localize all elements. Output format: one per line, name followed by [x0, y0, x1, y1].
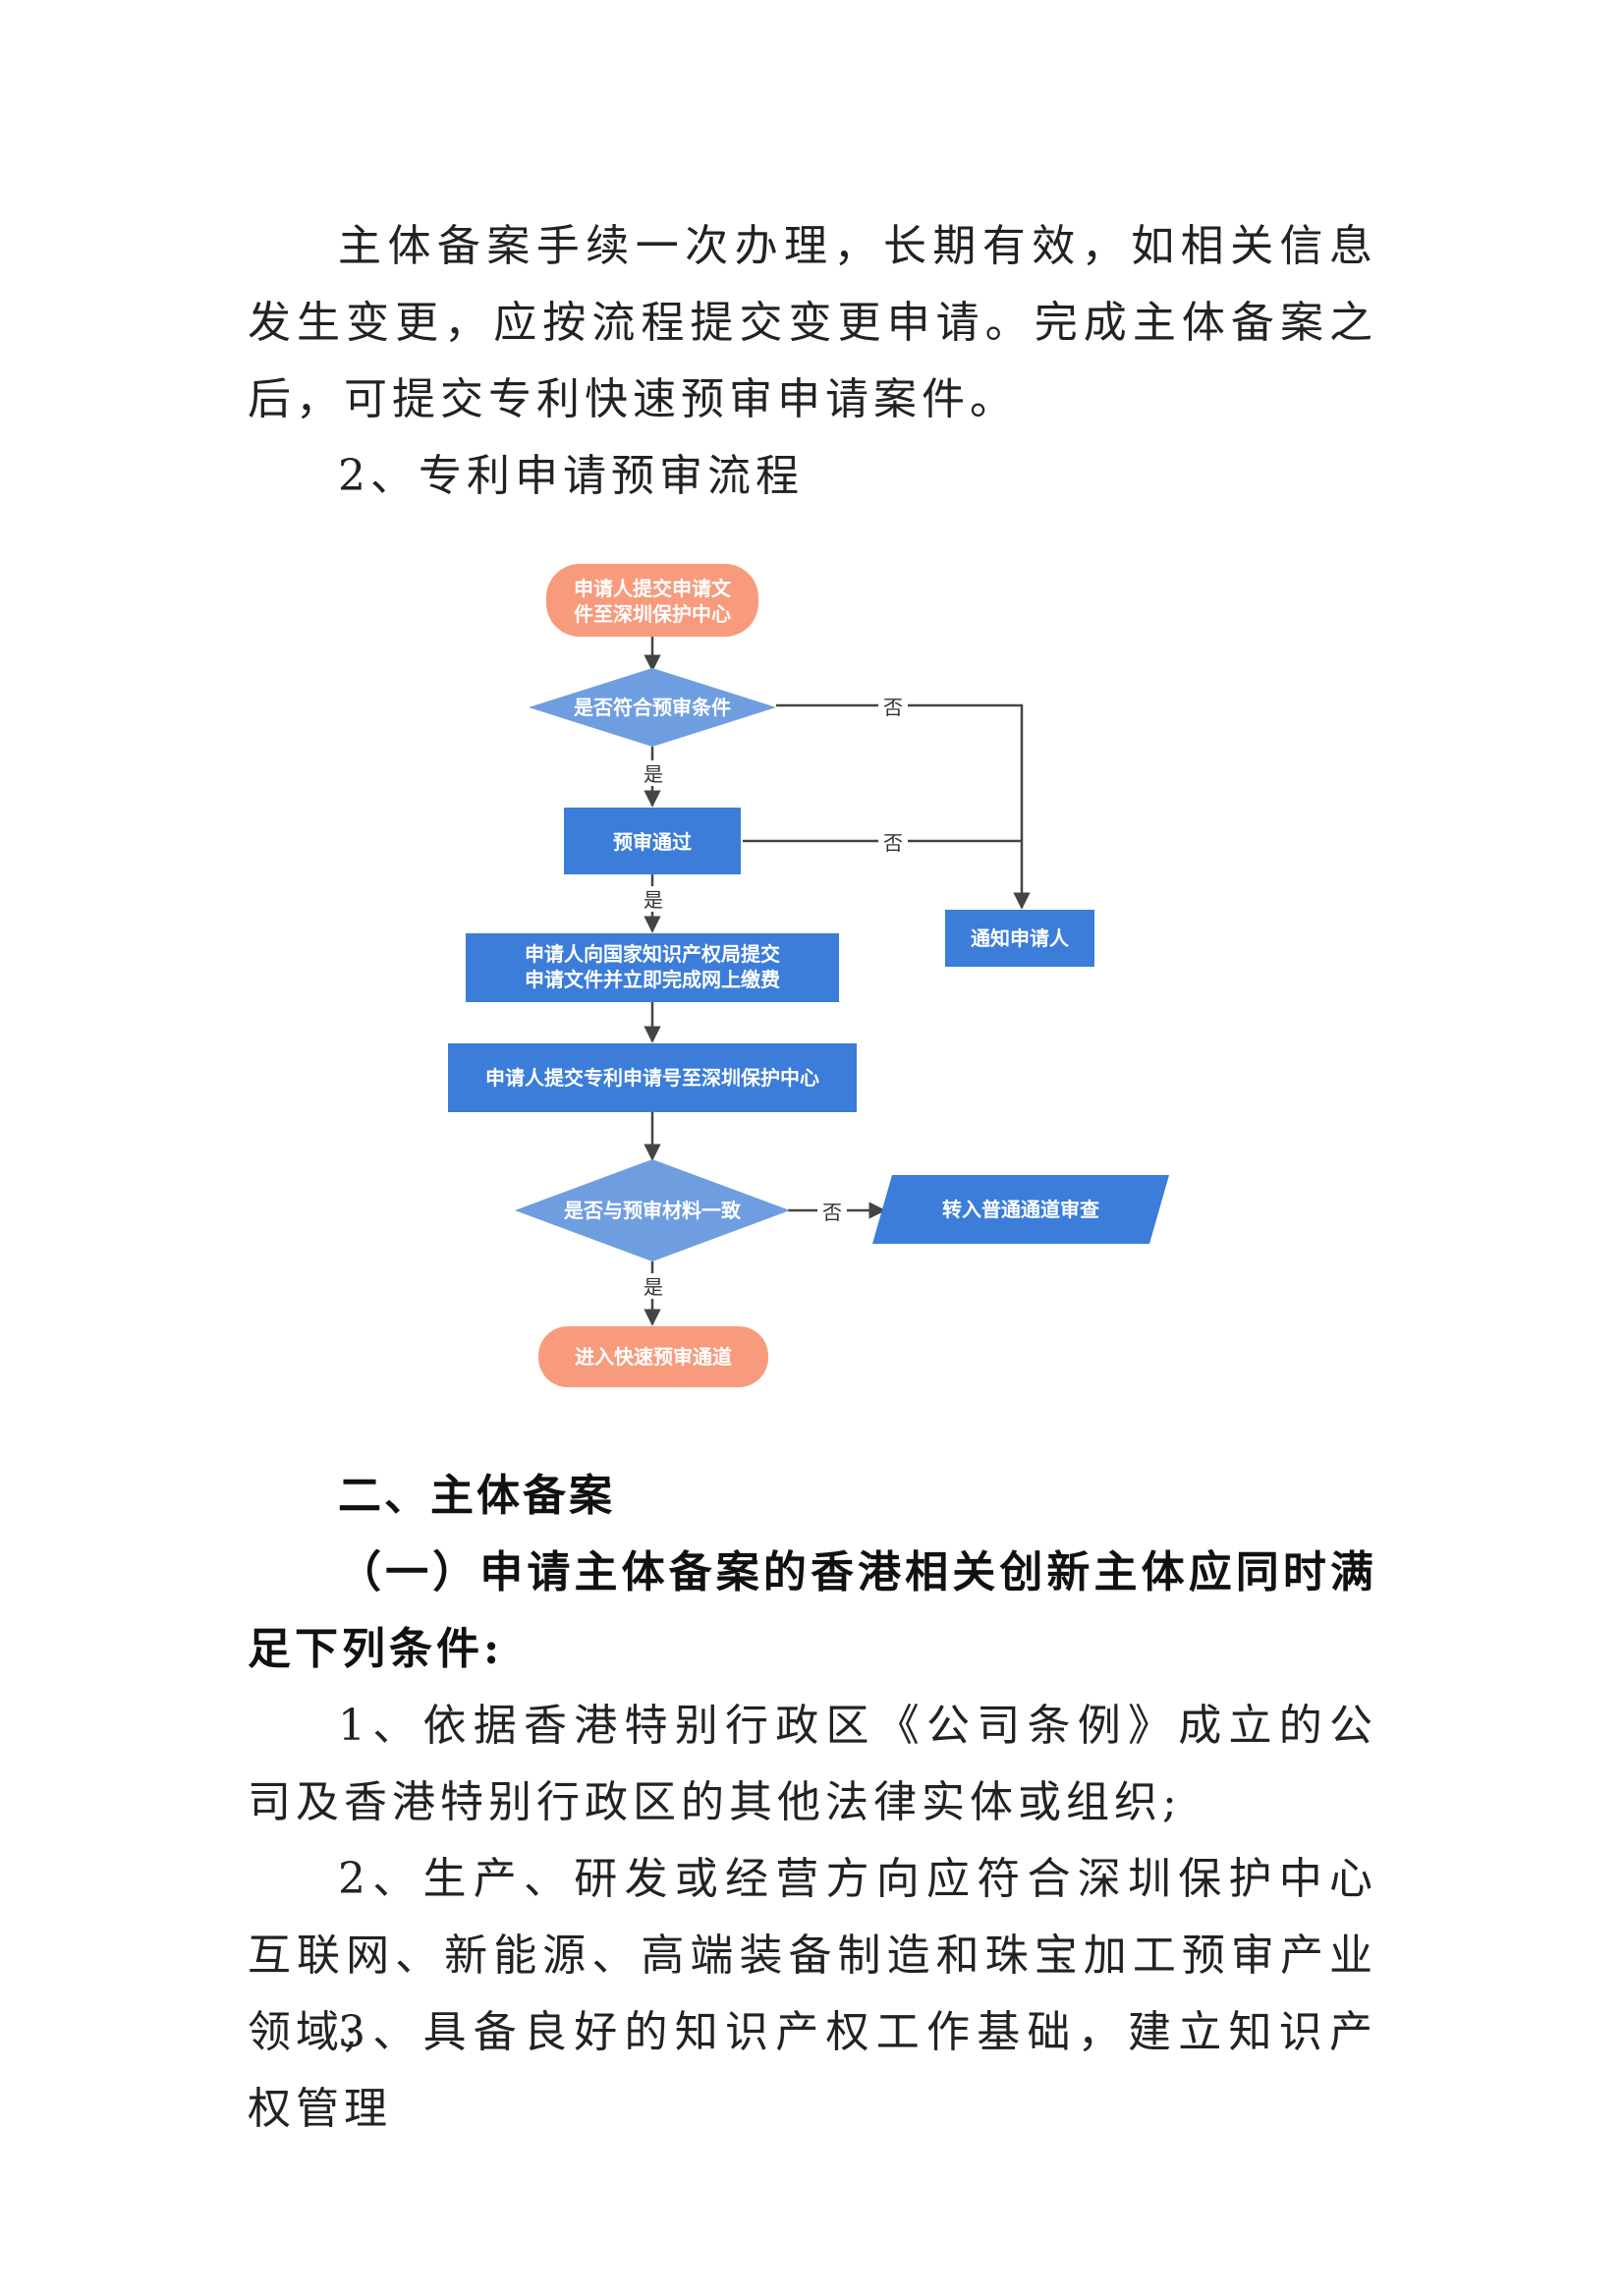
node-end-text: 进入快速预审通道: [575, 1345, 732, 1369]
node-normal-text: 转入普通通道审查: [942, 1198, 1099, 1221]
node-start-line2: 件至深圳保护中心: [574, 602, 731, 626]
flow-title: 2、专利申请预审流程: [338, 451, 804, 501]
section-subheading: （一）申请主体备案的香港相关创新主体应同时满足下列条件:: [248, 1547, 1377, 1674]
edge-labels: 否 否 否 是 是 是: [639, 694, 908, 1299]
node-cond2: 是否与预审材料一致: [515, 1159, 790, 1261]
label-yes-3: 是: [644, 1275, 663, 1299]
node-pass-text: 预审通过: [613, 830, 692, 854]
node-submit-line2: 申请文件并立即完成网上缴费: [525, 968, 780, 991]
condition-item-1: 1、依据香港特别行政区《公司条例》成立的公司及香港特别行政区的其他法律实体或组织…: [248, 1701, 1377, 1827]
node-pass: 预审通过: [564, 808, 741, 874]
edge-cond1-notify: [776, 703, 1031, 910]
node-notify-text: 通知申请人: [971, 926, 1070, 950]
node-submitno-text: 申请人提交专利申请号至深圳保护中心: [485, 1066, 819, 1090]
flowchart: 否 否 否 是 是 是 申请人提交申请文 件至深圳保护中心 是否符合预审条件 预…: [448, 564, 1169, 1387]
node-cond1: 是否符合预审条件: [529, 668, 776, 747]
node-normal: 转入普通通道审查: [872, 1175, 1169, 1244]
label-yes-1: 是: [644, 762, 663, 786]
node-notify: 通知申请人: [945, 910, 1094, 967]
label-no-3: 否: [822, 1201, 842, 1224]
section-heading: 二、主体备案: [338, 1471, 615, 1521]
label-yes-2: 是: [644, 888, 663, 912]
node-submit: 申请人向国家知识产权局提交 申请文件并立即完成网上缴费: [466, 933, 839, 1002]
node-end: 进入快速预审通道: [538, 1326, 768, 1387]
node-cond1-text: 是否符合预审条件: [573, 696, 731, 719]
node-cond2-text: 是否与预审材料一致: [563, 1199, 742, 1222]
label-no-2: 否: [883, 831, 903, 855]
node-submit-line1: 申请人向国家知识产权局提交: [525, 942, 780, 966]
condition-item-3: 3、具备良好的知识产权工作基础，建立知识产权管理: [248, 2007, 1377, 2134]
label-no-1: 否: [883, 696, 903, 719]
node-start: 申请人提交申请文 件至深圳保护中心: [546, 564, 758, 637]
intro-paragraph: 主体备案手续一次办理，长期有效，如相关信息发生变更，应按流程提交变更申请。完成主…: [248, 221, 1377, 424]
node-submitno: 申请人提交专利申请号至深圳保护中心: [448, 1043, 857, 1112]
node-start-line1: 申请人提交申请文: [574, 577, 732, 600]
condition-item-2: 2、生产、研发或经营方向应符合深圳保护中心互联网、新能源、高端装备制造和珠宝加工…: [248, 1854, 1377, 2057]
